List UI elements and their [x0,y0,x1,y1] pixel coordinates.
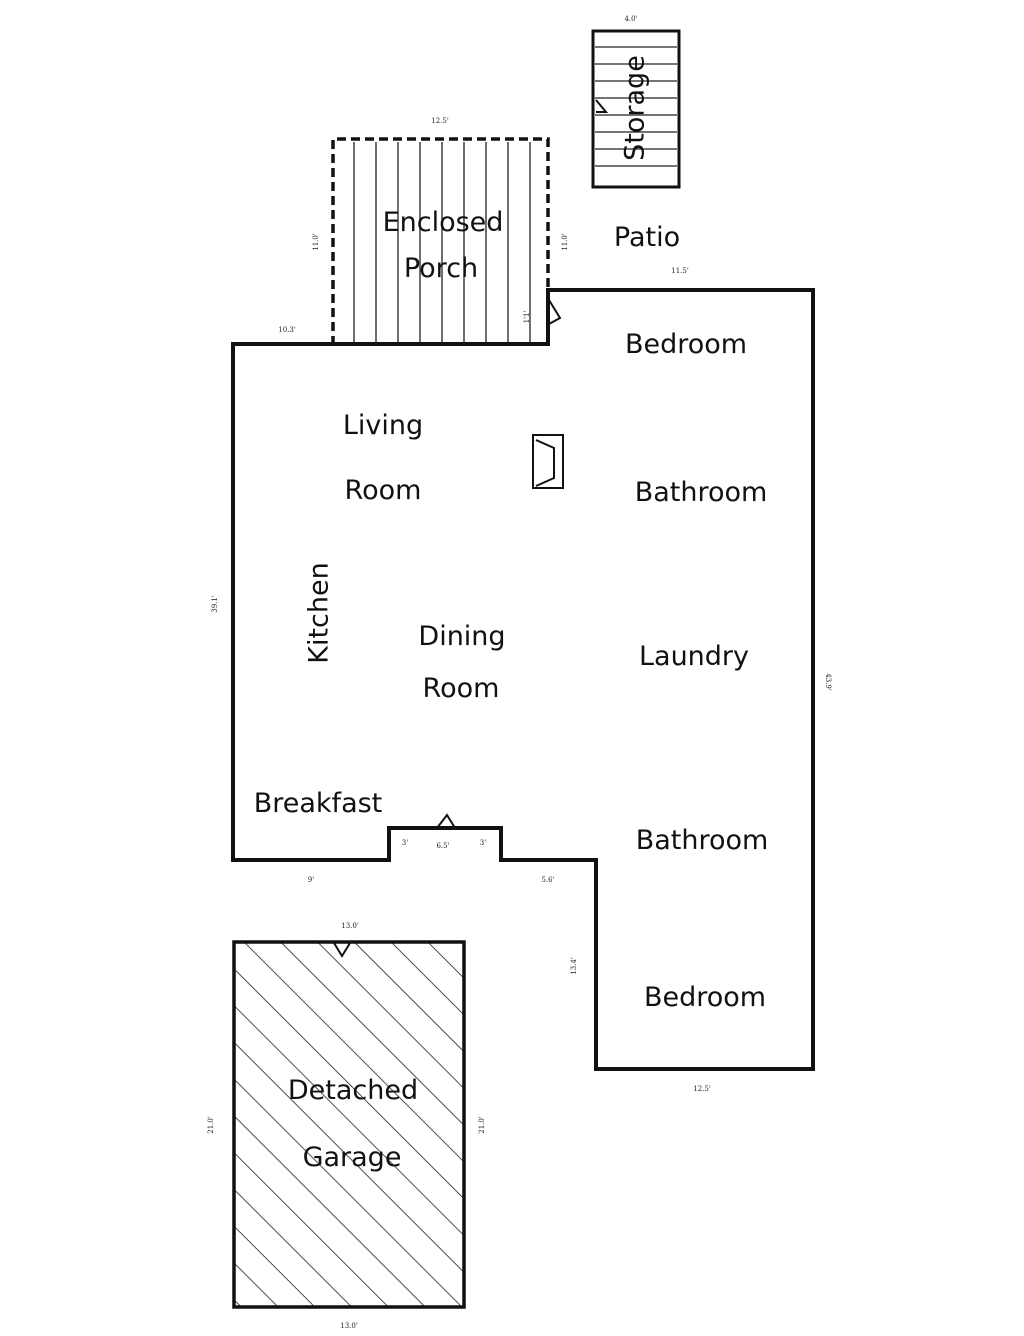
dining-room-label-line2: Room [423,673,500,704]
dining-room-label-line1: Dining [418,621,505,652]
dim-house-left-side: 39.1' [211,595,219,613]
dim-porch-inner: 1'1' [523,311,531,324]
dim-porch-width: 12.5' [431,117,449,125]
dim-garage-top: 13.0' [341,922,359,930]
dim-bottom-mid: 5.6' [541,876,554,884]
dim-house-right-side: 43.9' [824,673,832,691]
dim-garage-bottom: 13.0' [340,1322,358,1330]
bathroom-top-label: Bathroom [635,477,768,508]
living-room-label-line2: Room [345,475,422,506]
enclosed-porch-label-line1: Enclosed [383,207,504,238]
porch-door-swing [548,299,562,325]
dim-patio-width: 11.5' [671,267,689,275]
fireplace [532,434,564,489]
bedroom-bottom-label: Bedroom [644,982,766,1013]
dim-wing-bottom: 12.5' [693,1085,711,1093]
dim-entry-right: 3' [480,839,486,847]
living-room-label-line1: Living [343,410,423,441]
dimension-labels: 4.0' 12.5' 11.0' 11.0' 1'1' 11.5' 10.3' … [207,15,832,1330]
dim-porch-right: 11.0' [561,233,569,251]
dim-entry-width: 6.5' [436,842,449,850]
dim-porch-left: 11.0' [312,233,320,251]
dim-entry-left: 3' [402,839,408,847]
bedroom-top-label: Bedroom [625,329,747,360]
house-outer-wall [231,288,815,1071]
garage-label-line2: Garage [303,1142,402,1173]
detached-garage: Detached Garage [232,940,466,1309]
garage-label-line1: Detached [288,1075,418,1106]
dim-house-left-top: 10.3' [278,326,296,334]
enclosed-porch-label-line2: Porch [404,253,478,284]
storage-door-swing [595,99,609,113]
kitchen-label: Kitchen [304,562,335,663]
patio-label: Patio [614,222,680,253]
dim-bottom-left: 9' [308,876,314,884]
dim-storage-width: 4.0' [624,15,637,23]
dim-wing-side: 13.4' [570,957,578,975]
storage-shed: Storage [591,29,681,189]
laundry-label: Laundry [639,641,749,672]
enclosed-porch: Enclosed Porch [331,137,550,343]
breakfast-label: Breakfast [254,788,383,819]
dim-garage-right: 21.0' [478,1116,486,1134]
storage-label: Storage [620,55,651,161]
garage-door-swing [333,942,351,958]
bathroom-bottom-label: Bathroom [636,825,769,856]
front-door-swing [436,813,456,829]
dim-garage-left: 21.0' [207,1116,215,1134]
